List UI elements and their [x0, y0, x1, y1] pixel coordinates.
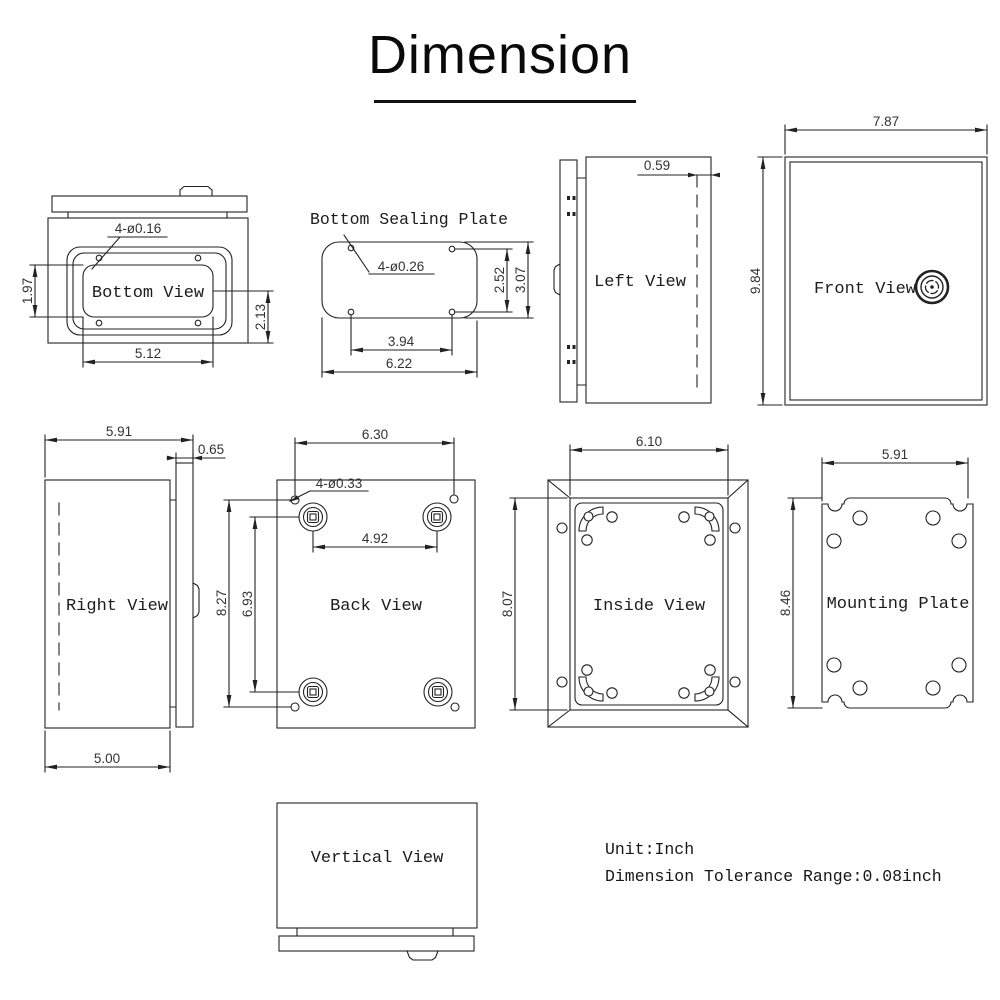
hole-note-text: 4-ø0.16 — [115, 221, 162, 236]
dim-width: 7.87 — [784, 114, 988, 155]
lock-icon — [914, 269, 950, 305]
dim-text: 3.94 — [388, 334, 415, 349]
left-view-label: Left View — [594, 273, 687, 292]
mounting-plate-drawing: 5.91 8.46 Mounting Plate — [778, 447, 974, 709]
dim-text: 6.93 — [240, 591, 255, 617]
dim-text: 4.92 — [362, 531, 388, 546]
dim-hole-spacing-v: 8.27 — [214, 499, 292, 708]
dim-overall-depth: 5.91 — [44, 424, 194, 478]
dim-text: 8.46 — [778, 590, 793, 616]
dim-text: 6.10 — [636, 434, 662, 449]
bottom-view-label: Bottom View — [92, 284, 205, 303]
inside-view-drawing: 6.10 8.07 Inside View — [500, 434, 749, 728]
dim-text: 2.13 — [253, 304, 268, 330]
tolerance-note: Dimension Tolerance Range:0.08inch — [605, 867, 942, 886]
unit-note: Unit:Inch — [605, 840, 695, 859]
dim-hole-spacing-h: 3.94 — [350, 314, 453, 356]
dim-height: 9.84 — [748, 156, 783, 406]
dim-text: 0.65 — [198, 442, 224, 457]
dim-wall-offset: 0.59 — [637, 158, 720, 178]
dim-height: 8.07 — [500, 497, 568, 711]
mounting-boss — [298, 677, 328, 707]
dim-cutout-width: 5.12 — [82, 316, 214, 368]
latch-tab — [192, 582, 200, 619]
corner-clips — [578, 506, 720, 702]
dim-plate-width: 6.22 — [321, 317, 478, 378]
dim-text: 8.27 — [214, 590, 229, 616]
corner-clip — [578, 676, 604, 702]
front-view-outline — [784, 156, 988, 406]
dim-text: 8.07 — [500, 591, 515, 617]
dim-text: 1.97 — [20, 278, 35, 304]
right-view-outline — [44, 462, 200, 729]
front-view-drawing: 7.87 9.84 Front View — [748, 114, 988, 406]
inside-view-outline — [547, 479, 749, 728]
dim-boss-spacing-v: 6.93 — [240, 516, 300, 693]
dim-door-depth: 0.65 — [166, 442, 226, 464]
latch-tab — [406, 950, 439, 961]
sealing-plate-hole-note: 4-ø0.26 — [343, 234, 435, 275]
dim-text: 5.91 — [106, 424, 132, 439]
bottom-view-hole-note: 4-ø0.16 — [91, 221, 168, 270]
dim-text: 5.12 — [135, 346, 161, 361]
left-view-outline — [553, 156, 712, 404]
dim-text: 6.30 — [362, 427, 388, 442]
corner-clip — [694, 676, 720, 702]
dim-hole-spacing-v: 2.52 — [454, 248, 513, 313]
notes: Unit:Inch Dimension Tolerance Range:0.08… — [605, 836, 942, 890]
mounting-bosses — [298, 502, 453, 707]
dim-text: 3.07 — [513, 267, 528, 293]
front-view-label: Front View — [814, 280, 917, 299]
vertical-view-outline — [276, 802, 478, 961]
mounting-boss — [298, 502, 328, 532]
sealing-plate-title: Bottom Sealing Plate — [310, 210, 508, 229]
hole-note-text: 4-ø0.33 — [316, 476, 363, 491]
corner-clip — [578, 506, 604, 532]
hinge-marks — [567, 196, 576, 364]
sealing-plate-drawing: Bottom Sealing Plate 4-ø0.26 2.52 3.07 3… — [310, 210, 534, 378]
dim-boss-spacing-h: 4.92 — [312, 531, 438, 553]
sealing-plate-outline — [321, 241, 478, 319]
inside-holes — [556, 511, 741, 699]
dim-hole-spacing-h: 6.30 — [294, 427, 455, 496]
dim-width: 5.91 — [821, 447, 969, 502]
dim-right-height: 2.13 — [212, 290, 274, 344]
bottom-view-drawing: 4-ø0.16 1.97 2.13 5.12 Bottom View — [20, 185, 274, 368]
dim-text: 5.91 — [882, 447, 908, 462]
latch-tab — [553, 263, 561, 296]
corner-clip — [694, 506, 720, 532]
top-tab — [179, 185, 213, 197]
dim-text: 6.22 — [386, 356, 412, 371]
dim-text: 0.59 — [644, 158, 670, 173]
page-title: Dimension — [367, 25, 633, 85]
back-view-label: Back View — [330, 597, 423, 616]
mounting-boss — [423, 677, 453, 707]
right-view-label: Right View — [66, 597, 169, 616]
dim-cutout-height: 1.97 — [20, 264, 84, 318]
dim-text: 5.00 — [94, 751, 120, 766]
back-view-drawing: 4-ø0.33 6.30 4.92 6.93 8.27 Back View — [214, 427, 476, 729]
dim-plate-height: 3.07 — [464, 241, 534, 319]
dim-body-depth: 5.00 — [44, 730, 171, 773]
mounting-plate-label: Mounting Plate — [827, 595, 970, 614]
mounting-plate-outline — [821, 497, 974, 709]
hole-note-text: 4-ø0.26 — [378, 259, 425, 274]
dim-height: 8.46 — [778, 497, 823, 709]
inside-view-label: Inside View — [593, 597, 706, 616]
dim-text: 2.52 — [492, 267, 507, 293]
left-view-drawing: 0.59 Left View — [553, 156, 720, 404]
dim-width: 6.10 — [569, 434, 729, 496]
vertical-view-drawing: Vertical View — [276, 802, 478, 961]
vertical-view-label: Vertical View — [311, 849, 444, 868]
dim-text: 9.84 — [748, 267, 763, 294]
dim-text: 7.87 — [873, 114, 899, 129]
mounting-boss — [422, 502, 452, 532]
right-view-drawing: 5.91 0.65 5.00 Right View — [44, 424, 226, 773]
title-underline — [374, 100, 636, 103]
